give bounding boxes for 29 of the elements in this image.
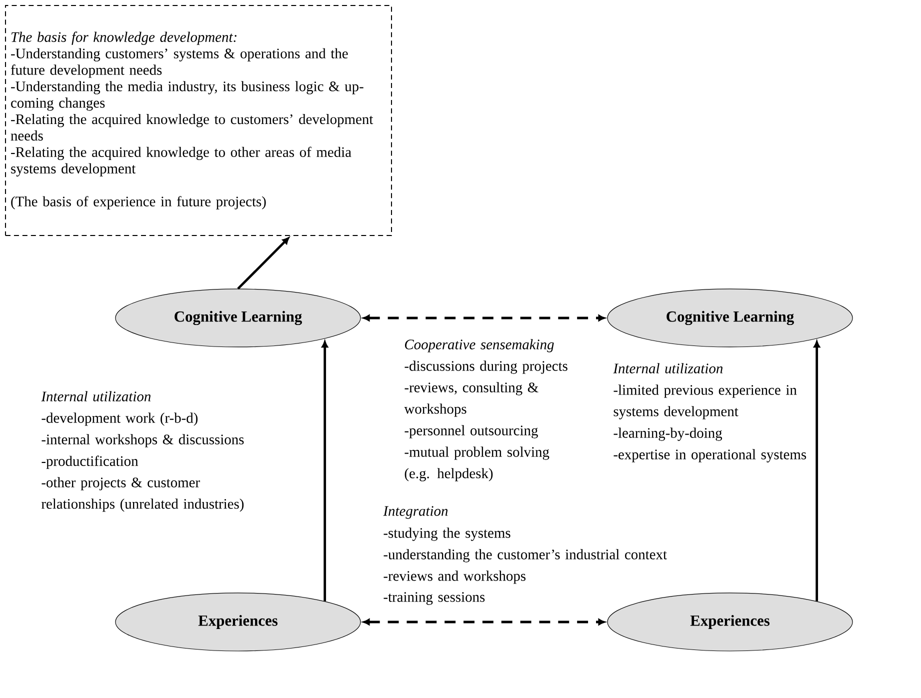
ellipse-node: Experiences (115, 592, 361, 652)
list-item: -reviews, consulting & workshops (404, 382, 538, 417)
list-item: -mutual problem solving (e.g. helpdesk) (404, 446, 550, 482)
list-item: -limited previous experience in systems development (614, 384, 797, 420)
list-item: -studying the systems (384, 528, 510, 541)
list-item: -productification (42, 456, 138, 469)
heading-text: Cooperative sensemaking (405, 339, 554, 352)
list-item: -personnel outsourcing (404, 425, 538, 438)
heading-text: Internal utilization (613, 363, 723, 374)
heading-text: Integration (383, 506, 448, 519)
list-item: -understanding the customer’s industrial context (384, 549, 667, 562)
dashed-arrow (363, 314, 605, 322)
dashed-arrow (363, 618, 605, 626)
list-item: -internal workshops & discussions (42, 434, 244, 448)
list-item: -reviews and workshops (384, 570, 526, 584)
list-item: -development work (r-b-d) (42, 412, 198, 426)
arrow (322, 340, 328, 602)
arrow (814, 340, 820, 602)
list-item: -other projects & customer relationships (unrelated industries) (42, 477, 244, 512)
dashed-text-box: The basis for knowledge development: -Understanding customers’ systems & operations and the future development needs -Understanding the media industry, its business logic & up-coming changes -Relating the acquired knowledge to customers’ development needs -Relating the acquired knowledge to other areas of media systems development (The basis of experience in future projects) (5, 5, 392, 236)
list-item: -training sessions (384, 592, 485, 605)
list-item: -discussions during projects (404, 360, 568, 374)
ellipse-node: Cognitive Learning (115, 288, 361, 348)
heading-text: Internal utilization (41, 391, 151, 402)
list-item: -expertise in operational systems (614, 449, 806, 462)
ellipse-node: Experiences (607, 592, 853, 652)
ellipse-node: Cognitive Learning (607, 288, 853, 348)
arrow (237, 237, 290, 290)
list-item: -learning-by-doing (614, 428, 722, 441)
